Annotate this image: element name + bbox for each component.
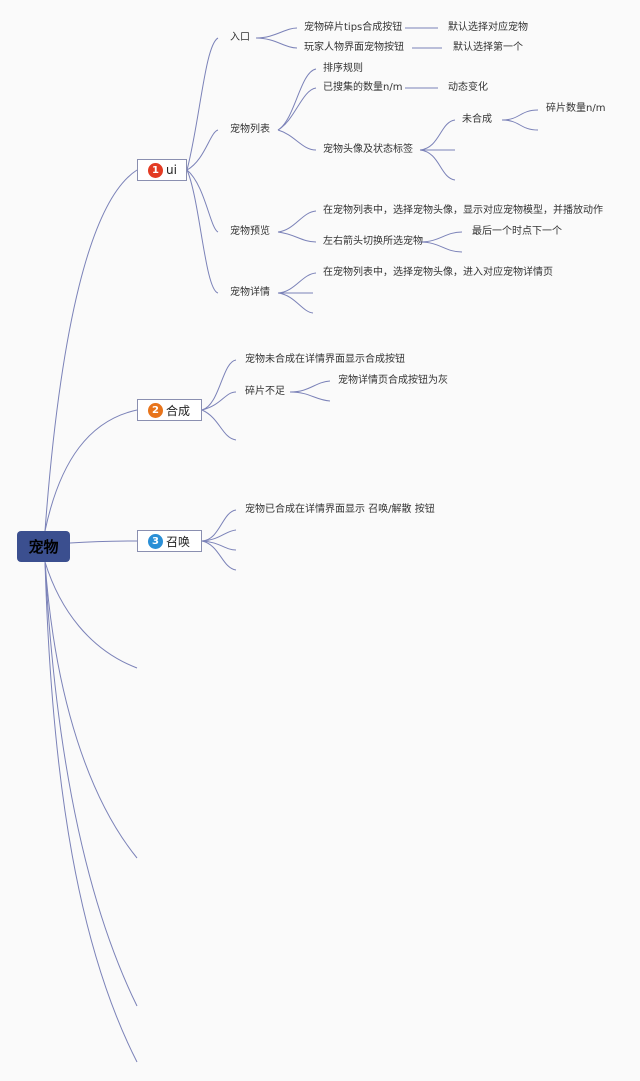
node-entry-player-note[interactable]: 默认选择第一个 [453, 42, 523, 53]
node-summon-button[interactable]: 宠物已合成在详情界面显示 召唤/解散 按钮 [245, 504, 435, 515]
number-badge: 2 [148, 402, 163, 418]
branch-label: ui [166, 163, 177, 177]
node-arrow-switch-note[interactable]: 最后一个时点下一个 [472, 226, 562, 237]
node-not-composed[interactable]: 未合成 [462, 114, 492, 125]
node-entry-tips-button[interactable]: 宠物碎片tips合成按钮 [304, 22, 403, 33]
node-pet-detail[interactable]: 宠物详情 [230, 287, 270, 298]
number-badge: 3 [148, 533, 163, 549]
node-fragment-insufficient[interactable]: 碎片不足 [245, 386, 285, 397]
branch-label: 合成 [166, 403, 191, 418]
node-pet-list[interactable]: 宠物列表 [230, 124, 270, 135]
root-label: 宠物 [28, 538, 59, 556]
branch-compose[interactable]: 2 合成 [137, 399, 202, 421]
node-avatar-status[interactable]: 宠物头像及状态标签 [323, 144, 413, 155]
node-fragment-count[interactable]: 碎片数量n/m [546, 103, 606, 114]
root-node[interactable]: 宠物 [17, 531, 70, 562]
node-collected-count-note[interactable]: 动态变化 [448, 82, 488, 93]
number-badge: 1 [148, 162, 163, 178]
node-arrow-switch[interactable]: 左右箭头切换所选宠物 [323, 236, 423, 247]
node-compose-button[interactable]: 宠物未合成在详情界面显示合成按钮 [245, 354, 405, 365]
branch-label: 召唤 [166, 534, 191, 549]
node-preview-model[interactable]: 在宠物列表中，选择宠物头像，显示对应宠物模型，并播放动作 [323, 205, 603, 216]
branch-summon[interactable]: 3 召唤 [137, 530, 202, 552]
node-sort-rule[interactable]: 排序规则 [323, 63, 363, 74]
node-pet-preview[interactable]: 宠物预览 [230, 226, 270, 237]
node-collected-count[interactable]: 已搜集的数量n/m [323, 82, 403, 93]
node-entry-tips-note[interactable]: 默认选择对应宠物 [448, 22, 528, 33]
node-entry[interactable]: 入口 [230, 32, 250, 43]
branch-ui[interactable]: 1 ui [137, 159, 187, 181]
node-compose-grey[interactable]: 宠物详情页合成按钮为灰 [338, 375, 448, 386]
node-detail-open[interactable]: 在宠物列表中，选择宠物头像，进入对应宠物详情页 [323, 267, 553, 278]
node-entry-player-button[interactable]: 玩家人物界面宠物按钮 [304, 42, 404, 53]
